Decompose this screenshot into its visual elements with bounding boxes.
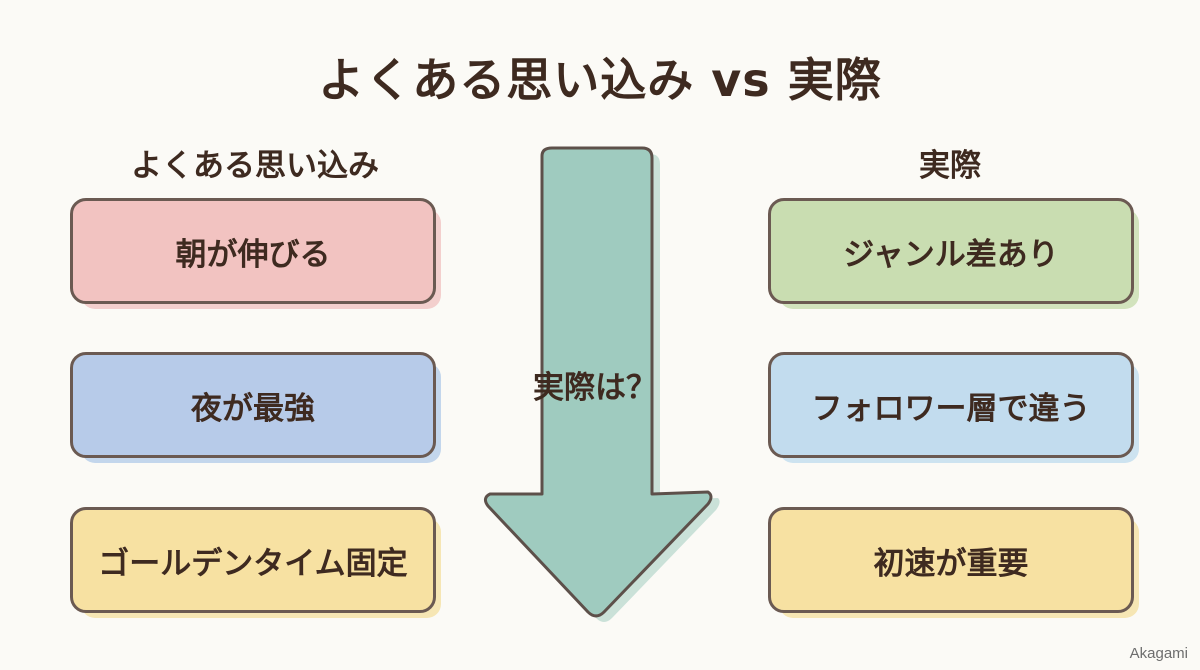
down-arrow-icon — [483, 146, 720, 622]
myth-card-label: 朝が伸びる — [175, 236, 331, 273]
myth-column-heading: よくある思い込み — [131, 148, 379, 184]
myth-card-label: 夜が最強 — [191, 390, 315, 427]
reality-column-heading: 実際 — [919, 148, 981, 184]
myth-card-morning: 朝が伸びる — [70, 198, 441, 309]
reality-card-label: ジャンル差あり — [843, 236, 1059, 273]
myth-card-golden-time: ゴールデンタイム固定 — [70, 507, 441, 618]
myth-card-night: 夜が最強 — [70, 352, 441, 463]
author-credit: Akagami — [1129, 645, 1188, 662]
reality-card-label: 初速が重要 — [873, 545, 1029, 582]
reality-card-followers: フォロワー層で違う — [768, 352, 1139, 463]
arrow-body — [483, 146, 713, 618]
arrow-label: 実際は？ — [533, 370, 657, 406]
reality-card-initial-speed: 初速が重要 — [768, 507, 1139, 618]
reality-card-label: フォロワー層で違う — [811, 390, 1091, 427]
reality-card-genre: ジャンル差あり — [768, 198, 1139, 309]
myth-card-label: ゴールデンタイム固定 — [98, 545, 408, 582]
page-title: よくある思い込み vs 実際 — [318, 53, 882, 107]
